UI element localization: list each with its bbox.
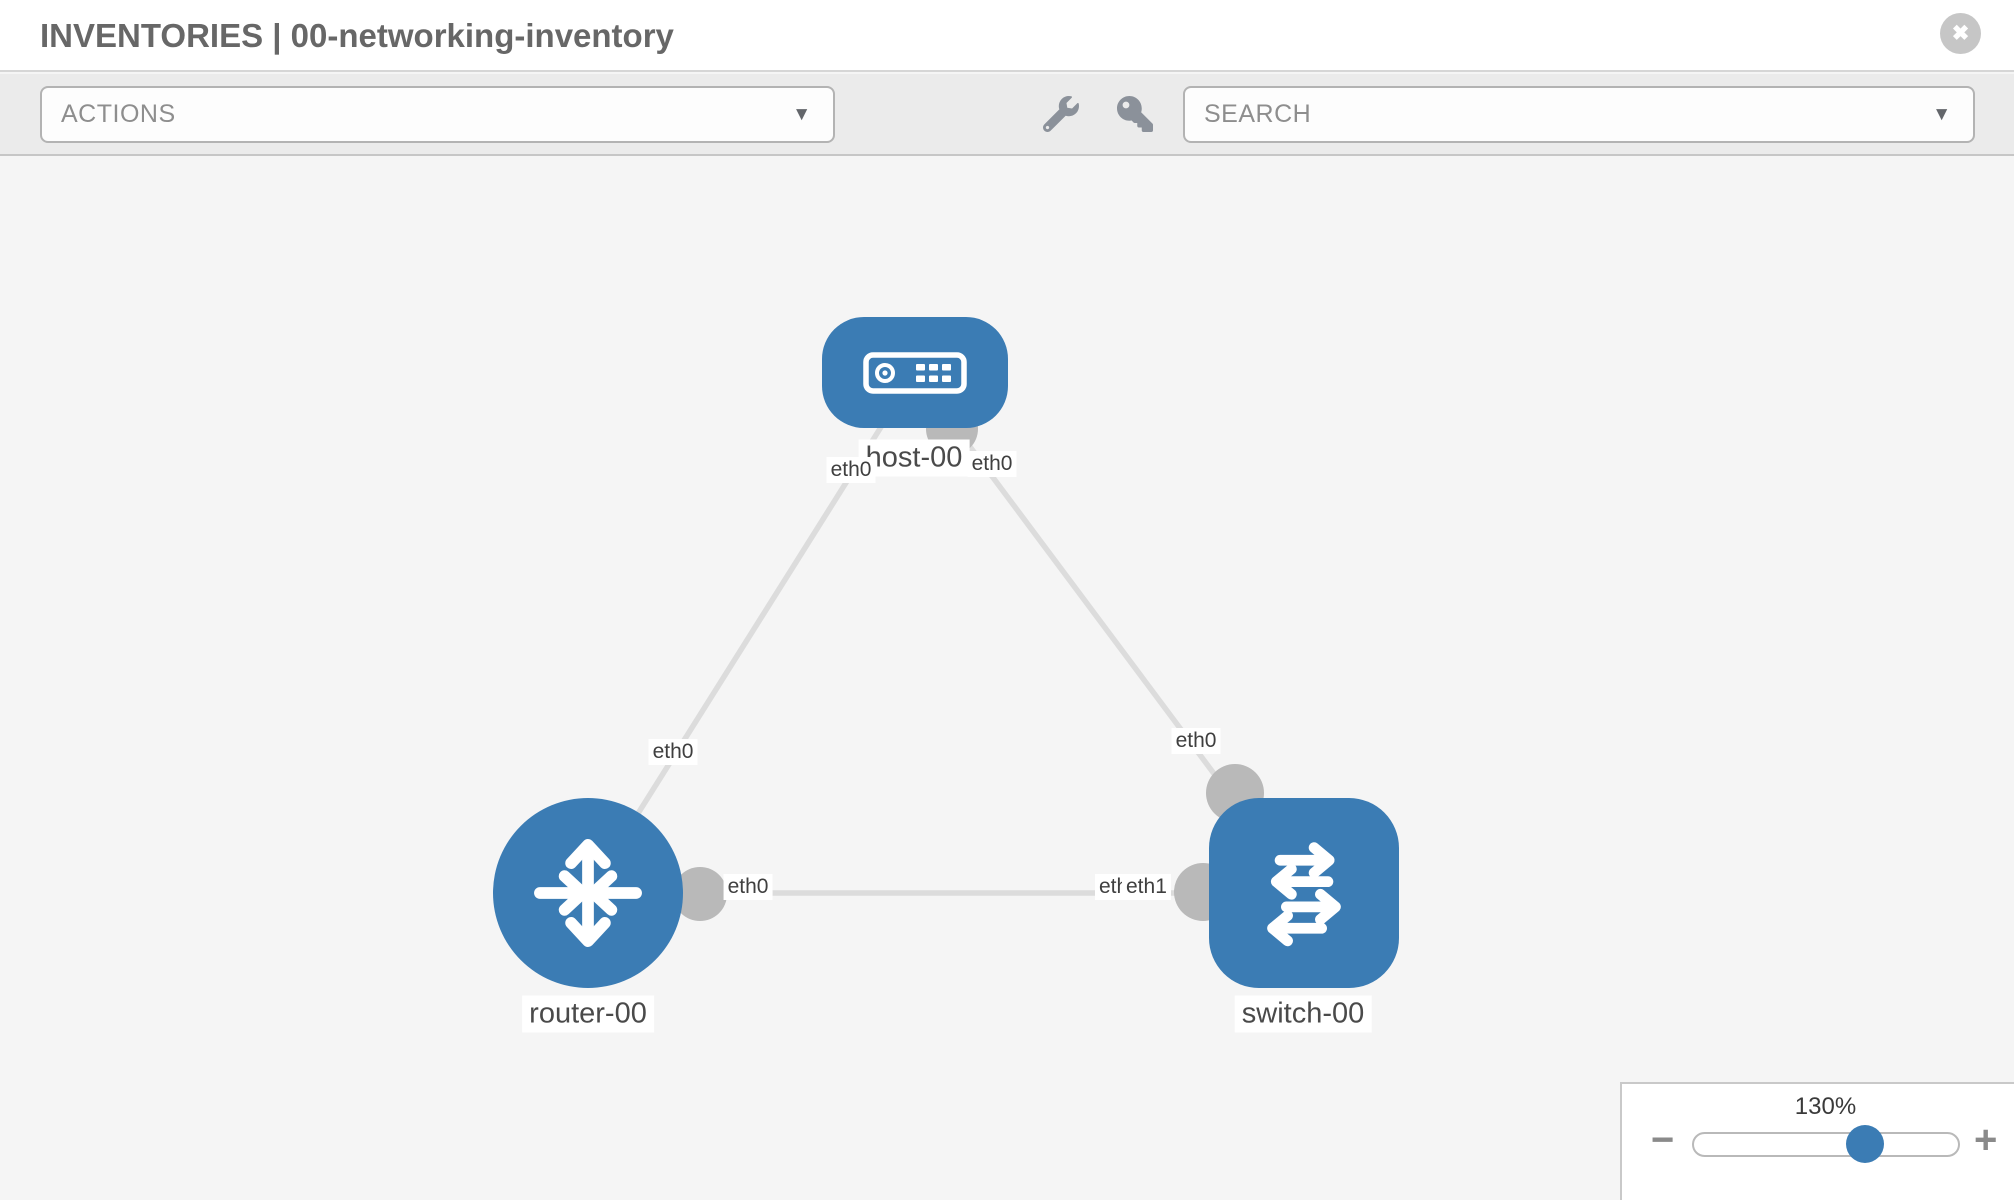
search-dropdown[interactable]: SEARCH ▼	[1183, 86, 1975, 143]
search-dropdown-label: SEARCH	[1204, 100, 1312, 128]
close-button[interactable]: ✖	[1940, 13, 1981, 54]
node-router-00[interactable]	[493, 798, 683, 988]
actions-dropdown-label: ACTIONS	[61, 100, 176, 128]
zoom-slider-handle[interactable]	[1846, 1125, 1884, 1163]
header: INVENTORIES | 00-networking-inventory ✖	[0, 0, 2014, 72]
node-label-switch: switch-00	[1234, 995, 1372, 1033]
switch-icon	[1267, 842, 1341, 947]
key-icon[interactable]	[1117, 96, 1153, 132]
iface-label-host-eth0-left: eth0	[826, 457, 876, 483]
connector-router-right	[673, 867, 727, 921]
iface-label-switch-eth0-top: eth0	[1171, 728, 1221, 754]
iface-label-router-eth0-side: eth0	[723, 874, 773, 900]
close-icon: ✖	[1951, 22, 1970, 45]
node-label-router: router-00	[522, 995, 654, 1033]
zoom-slider-track[interactable]	[1692, 1132, 1960, 1157]
actions-dropdown[interactable]: ACTIONS ▼	[40, 86, 835, 143]
topology-canvas[interactable]: host-00 router-00 switch-00 eth0 eth0 et…	[0, 158, 2014, 1200]
toolbar: ACTIONS ▼ SEARCH ▼	[0, 74, 2014, 156]
host-icon	[863, 351, 967, 394]
iface-label-host-eth0-right: eth0	[967, 451, 1017, 477]
iface-label-router-eth0-top: eth0	[648, 739, 698, 765]
zoom-level-value: 130%	[1794, 1093, 1857, 1120]
node-label-host: host-00	[858, 439, 970, 477]
zoom-out-button[interactable]: −	[1651, 1118, 1675, 1162]
zoom-control-panel: 130% − +	[1620, 1082, 2014, 1200]
zoom-in-button[interactable]: +	[1974, 1118, 1998, 1162]
node-host-00[interactable]	[822, 317, 1008, 428]
iface-label-switch-eth1: eth1	[1122, 874, 1171, 900]
page-title: INVENTORIES | 00-networking-inventory	[40, 17, 674, 54]
router-icon	[534, 839, 642, 947]
links-layer	[585, 371, 1306, 921]
node-switch-00[interactable]	[1209, 798, 1399, 988]
chevron-down-icon: ▼	[1932, 103, 1951, 125]
chevron-down-icon: ▼	[792, 103, 811, 125]
toolbar-tools	[1043, 96, 1153, 132]
wrench-icon[interactable]	[1043, 96, 1079, 132]
